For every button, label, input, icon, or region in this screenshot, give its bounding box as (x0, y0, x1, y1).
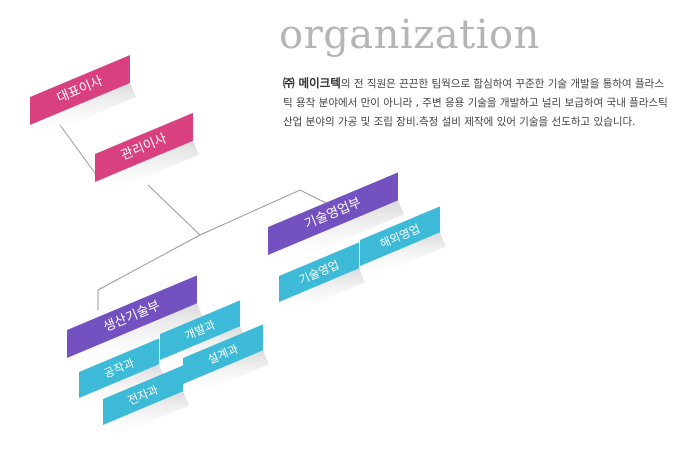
box-shadow-production-dept (67, 303, 203, 372)
connector-lines (59, 124, 331, 310)
org-box-production-dept (67, 275, 197, 358)
company-name: ㈜ 메이크텍 (283, 76, 341, 90)
org-box-development (160, 300, 240, 360)
box-shadow-overseas-sales (360, 232, 446, 280)
org-box-overseas-sales (360, 206, 440, 266)
box-shadow-tech-sales-dept (268, 200, 404, 269)
box-shadow-tech-sales (279, 268, 365, 316)
org-box-director (95, 112, 193, 182)
company-description: ㈜ 메이크텍의 전 직원은 끈끈한 팀웍으로 합심하여 꾸준한 기술 개발을 통… (283, 74, 673, 132)
box-shadow-manufacturing (79, 364, 165, 412)
box-shadow-design (183, 350, 269, 398)
org-box-electronics (103, 365, 183, 425)
box-shadow-director (95, 140, 199, 196)
box-shadow-ceo (30, 83, 136, 139)
connector-departments (97, 189, 331, 291)
description-text: 의 전 직원은 끈끈한 팀웍으로 합심하여 꾸준한 기술 개발을 통하여 플라스… (283, 78, 668, 128)
org-box-design (183, 324, 263, 384)
org-box-tech-sales (279, 242, 359, 302)
connector-ceo-director (59, 124, 101, 181)
org-box-tech-sales-dept (268, 172, 398, 255)
org-box-ceo (30, 55, 130, 125)
box-shadow-electronics (103, 391, 189, 439)
org-box-manufacturing (79, 338, 159, 398)
connector-director-hub (147, 184, 201, 236)
page-title: organization (279, 12, 540, 58)
